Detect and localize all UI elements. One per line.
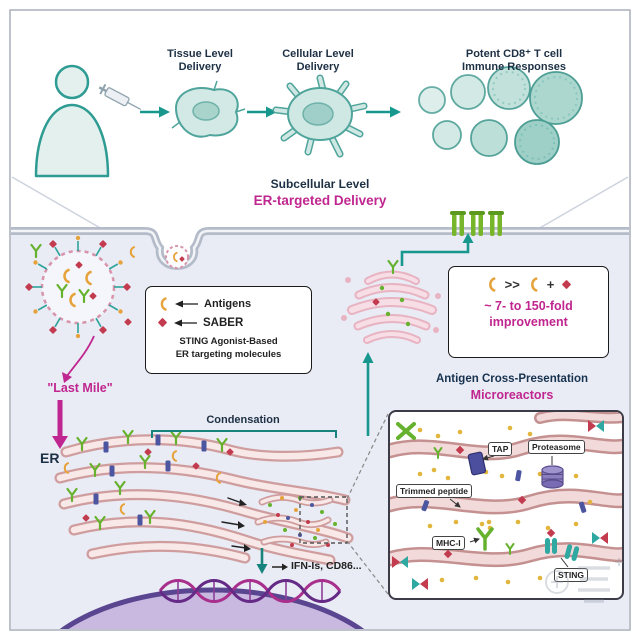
condensation-bracket — [151, 430, 337, 438]
mhc-i-icon — [476, 527, 494, 551]
erap-scissors-icon — [396, 422, 416, 440]
mhc-complex-icons — [392, 420, 608, 590]
endocytic-vesicle — [165, 245, 189, 269]
saber-description-line2: ER targeting molecules — [175, 348, 282, 360]
flow-arrow-icons — [140, 106, 401, 118]
last-mile-label: "Last Mile" — [47, 381, 113, 395]
microreactors-label: Microreactors — [470, 388, 554, 402]
er-to-golgi-arrow — [362, 352, 374, 436]
antigens-label: Antigens — [204, 297, 252, 310]
golgi-apparatus — [341, 259, 441, 344]
tissue-cell — [171, 80, 246, 138]
left-arrow-icon — [174, 319, 197, 326]
condensation-label: Condensation — [206, 414, 280, 426]
improvement-box: >> + ~ 7- to 150-fold improvement — [448, 266, 609, 358]
improvement-symbols: >> + — [449, 267, 608, 292]
dendritic-cell — [272, 74, 368, 158]
saber-label: SABER — [203, 316, 244, 329]
golgi-to-membrane-arrow — [400, 233, 474, 266]
proteasome-label: Proteasome — [528, 440, 585, 454]
er-targeted-delivery-label: ER-targeted Delivery — [253, 193, 387, 208]
left-arrow-icon — [175, 300, 198, 307]
sting-label: STING — [554, 568, 588, 582]
legend-box: Antigens SABER STING Agonist-Based ER ta… — [145, 286, 312, 374]
saber-description-line1: STING Agonist-Based — [179, 336, 278, 347]
saber-icon — [158, 318, 167, 327]
trimmed-peptide-label: Trimmed peptide — [396, 484, 473, 498]
cross-presentation-label: Antigen Cross-Presentation — [435, 373, 589, 385]
human-silhouette — [34, 64, 110, 178]
legend-saber-row: SABER — [146, 313, 311, 332]
immune-response-label: Potent CD8⁺ T cell Immune Responses — [428, 48, 600, 74]
tissue-level-line2: Delivery — [178, 61, 222, 73]
subcellular-level-label: Subcellular Level — [270, 177, 370, 191]
ifn-label: IFN-Is, CD86... — [291, 560, 362, 572]
inset-er-membranes — [390, 412, 622, 568]
saber-icon — [562, 280, 572, 289]
zoom-region-indicator — [299, 413, 389, 595]
tissue-level-line1: Tissue Level — [167, 48, 233, 60]
immune-response-line2: Immune Responses — [462, 61, 566, 73]
legend-antigens-row: Antigens — [146, 294, 311, 313]
tap-label: TAP — [488, 442, 513, 456]
tap-transporter-icon — [467, 451, 487, 476]
mhc-i-label: MHC-I — [432, 536, 465, 550]
syringe-icon — [98, 83, 142, 110]
inset-misc-icons — [421, 445, 587, 559]
nanoparticle — [24, 235, 136, 339]
er-structure — [54, 429, 354, 566]
t-cell-icons — [418, 66, 583, 165]
antigen-icon — [160, 296, 167, 311]
microreactor-drawing — [390, 412, 622, 590]
er-label: ER — [40, 450, 60, 466]
cellular-level-label: Cellular Level Delivery — [262, 48, 374, 74]
tissue-level-label: Tissue Level Delivery — [148, 48, 252, 74]
figure-frame — [9, 9, 631, 631]
plus-symbol: + — [546, 277, 555, 292]
condensation-arrow-icons — [221, 497, 251, 552]
immune-response-line1: Potent CD8⁺ T cell — [465, 48, 563, 60]
last-mile-arrow — [52, 335, 95, 449]
improvement-line2: improvement — [489, 315, 568, 329]
cellular-level-line1: Cellular Level — [282, 48, 354, 60]
watermark-logo — [545, 558, 623, 603]
much-greater-symbol: >> — [504, 277, 520, 292]
signaling-arrow — [256, 548, 288, 574]
antigen-icon — [530, 277, 538, 292]
antigen-icon — [488, 277, 496, 292]
improvement-line1: ~ 7- to 150-fold — [484, 299, 573, 313]
microreactor-inset: TAP Proteasome Trimmed peptide MHC-I STI… — [388, 410, 624, 600]
surface-receptor-icons — [450, 211, 504, 236]
dna-helix — [158, 579, 342, 603]
proteasome-icon — [541, 465, 564, 489]
cellular-level-line2: Delivery — [296, 61, 340, 73]
inset-leader-lines — [449, 454, 569, 568]
